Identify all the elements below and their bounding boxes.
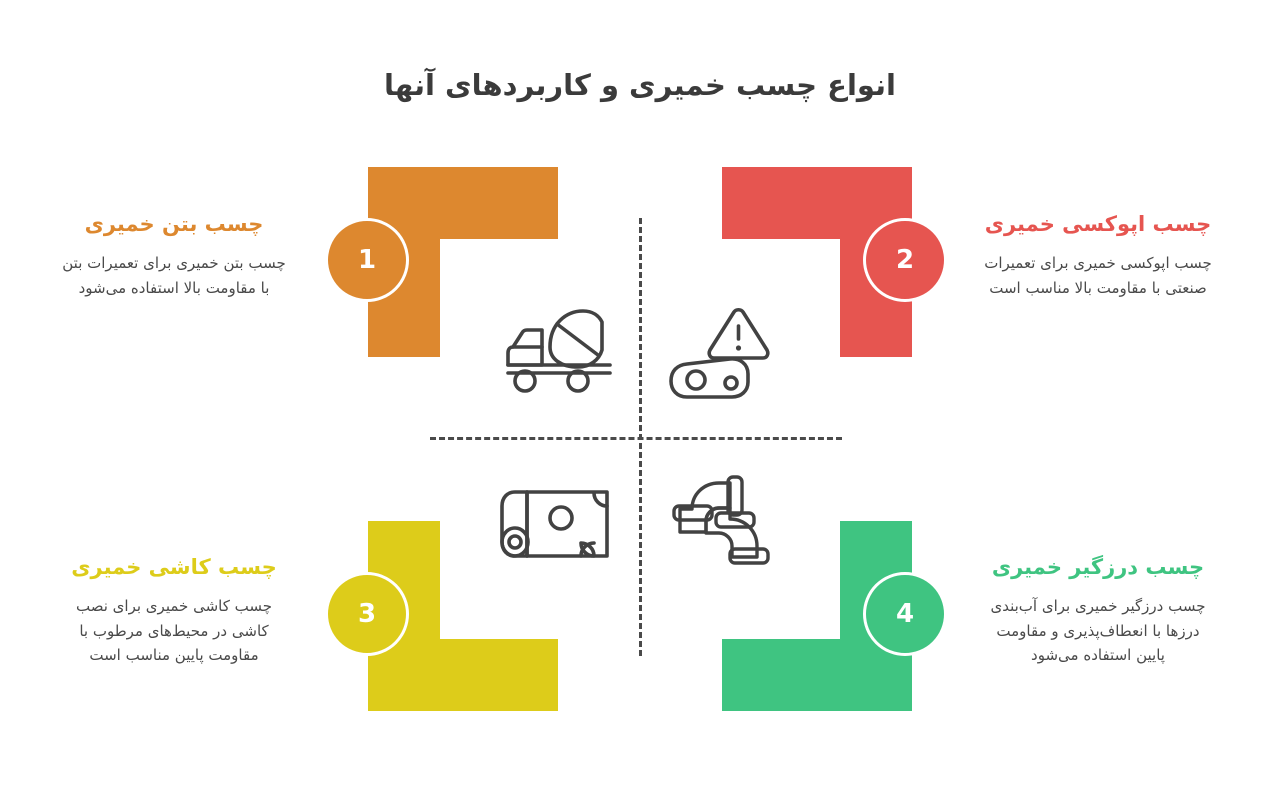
item-text-block-4: چسب درزگیر خمیری چسب درزگیر خمیری برای آ…	[980, 553, 1216, 667]
page-title: انواع چسب خمیری و کاربردهای آنها	[384, 68, 896, 102]
item-heading-3: چسب کاشی خمیری	[71, 555, 277, 579]
item-text-block-1: چسب بتن خمیری چسب بتن خمیری برای تعمیرات…	[56, 210, 292, 300]
item-body-2: چسب اپوکسی خمیری برای تعمیرات صنعتی با م…	[984, 254, 1212, 297]
badge-number-3[interactable]: 3	[325, 572, 409, 656]
badge-number-2[interactable]: 2	[863, 218, 947, 302]
badge-number-4[interactable]: 4	[863, 572, 947, 656]
badge-label: 1	[357, 245, 377, 275]
industrial-warning-part-icon	[668, 302, 774, 402]
badge-number-1[interactable]: 1	[325, 218, 409, 302]
item-heading-4: چسب درزگیر خمیری	[991, 555, 1205, 579]
item-body-3: چسب کاشی خمیری برای نصب کاشی در محیط‌های…	[76, 597, 272, 664]
item-text-block-3: چسب کاشی خمیری چسب کاشی خمیری برای نصب ک…	[56, 553, 292, 667]
shape-bar-horizontal	[368, 639, 558, 711]
shape-bar-horizontal	[722, 639, 912, 711]
material-roll-icon	[498, 478, 612, 574]
item-body-1: چسب بتن خمیری برای تعمیرات بتن با مقاومت…	[62, 254, 286, 297]
badge-label: 2	[895, 245, 915, 275]
divider-horizontal	[430, 437, 842, 440]
badge-label: 4	[895, 599, 915, 629]
item-text-block-2: چسب اپوکسی خمیری چسب اپوکسی خمیری برای ت…	[980, 210, 1216, 300]
badge-label: 3	[357, 599, 377, 629]
item-body-4: چسب درزگیر خمیری برای آب‌بندی درزها با ا…	[990, 597, 1206, 664]
item-heading-2: چسب اپوکسی خمیری	[984, 212, 1212, 236]
divider-vertical	[639, 218, 642, 656]
item-heading-1: چسب بتن خمیری	[84, 212, 264, 236]
cement-mixer-truck-icon	[498, 305, 616, 397]
pipe-plumbing-icon	[672, 475, 776, 575]
